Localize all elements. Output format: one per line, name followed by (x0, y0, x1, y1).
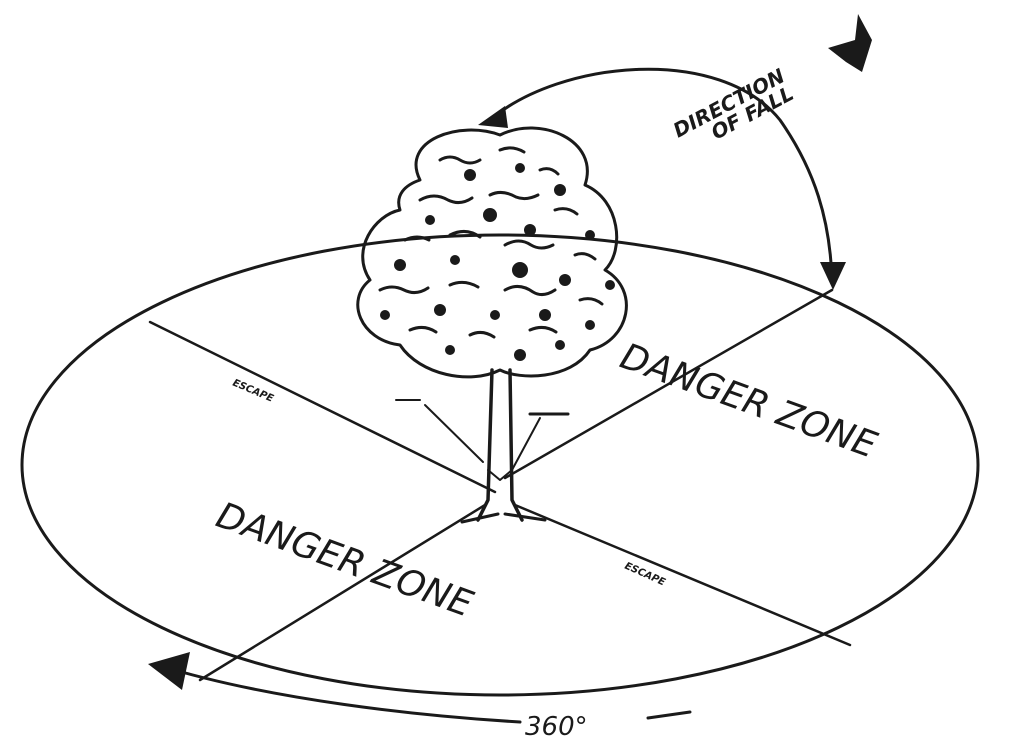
callout-leader-left (425, 405, 483, 462)
direction-of-fall-arrowhead-top (478, 106, 508, 128)
danger-circle (22, 235, 978, 695)
tree-roots (462, 514, 545, 522)
degrees-arc-tail (648, 712, 690, 718)
tree-canopy (358, 128, 627, 377)
degrees-label: 360° (525, 712, 588, 742)
danger-zone-label-left: DANGER ZONE (211, 495, 478, 626)
divider-line-lower-right (515, 505, 850, 645)
tree-trunk (478, 370, 522, 520)
fall-direction-pointer-icon (828, 14, 872, 72)
danger-zone-label-right: DANGER ZONE (615, 336, 882, 467)
callout-leader-right (512, 418, 540, 470)
degrees-arrowhead (148, 652, 190, 690)
divider-line-upper-left (150, 322, 495, 492)
direction-of-fall-arrowhead-bottom (820, 262, 846, 290)
